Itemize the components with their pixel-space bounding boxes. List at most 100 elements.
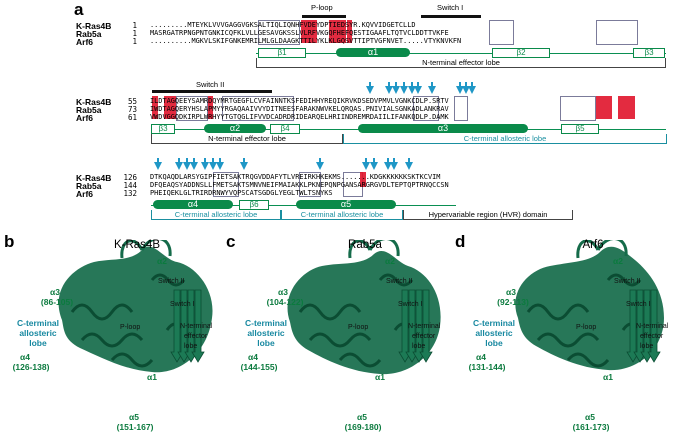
strand-b6: β6 bbox=[239, 200, 269, 210]
label-a2: α2 bbox=[613, 256, 623, 266]
similar-box bbox=[596, 20, 638, 45]
label-a5: α5 bbox=[129, 412, 139, 422]
label-n-lobe-line3: lobe bbox=[184, 343, 198, 350]
label-a5-range: (161-173) bbox=[572, 422, 610, 432]
label-c-lobe-line3: lobe bbox=[29, 338, 47, 348]
ribbon-structure-icon bbox=[58, 240, 213, 373]
ss-baseline bbox=[256, 53, 666, 54]
seq-name: Arf6 bbox=[76, 113, 94, 123]
conserved-highlight bbox=[152, 96, 158, 119]
site-arrow-stem bbox=[387, 158, 389, 163]
site-arrow-stem bbox=[365, 158, 367, 163]
label-a1: α1 bbox=[603, 372, 613, 382]
seq-name: Rab5a bbox=[76, 29, 102, 39]
conserved-highlight bbox=[329, 20, 346, 43]
structure-title: Rab5a bbox=[348, 239, 382, 251]
site-arrow-icon bbox=[216, 162, 224, 170]
site-arrow-icon bbox=[456, 86, 464, 94]
seq-name: Arf6 bbox=[76, 189, 94, 199]
conserved-highlight bbox=[595, 96, 612, 119]
site-arrow-stem bbox=[471, 82, 473, 87]
site-arrow-stem bbox=[157, 158, 159, 163]
site-arrow-stem bbox=[373, 158, 375, 163]
switch1-bar bbox=[421, 15, 481, 18]
panel-label-c: c bbox=[226, 232, 236, 251]
label-c-lobe-line2: allosteric bbox=[19, 328, 57, 338]
hvr-bracket: Hypervariable region (HVR) domain bbox=[403, 210, 573, 220]
site-arrow-icon bbox=[190, 162, 198, 170]
site-arrow-stem bbox=[212, 158, 214, 163]
structure-title: Arf6 bbox=[582, 239, 604, 251]
label-ploop: P-loop bbox=[120, 324, 141, 331]
seq-start: 1 bbox=[132, 37, 137, 46]
seq-start: 144 bbox=[123, 181, 137, 190]
similar-box bbox=[213, 172, 239, 197]
helix-a2: α2 bbox=[204, 124, 266, 133]
site-arrow-stem bbox=[393, 158, 395, 163]
label-a4-range: (131-144) bbox=[468, 362, 506, 372]
label-a1: α1 bbox=[147, 372, 157, 382]
label-a5-range: (151-167) bbox=[116, 422, 154, 432]
panel-label-d: d bbox=[455, 232, 466, 251]
label-a5: α5 bbox=[585, 412, 595, 422]
seq-start: 61 bbox=[127, 113, 137, 122]
seq-name: K-Ras4B bbox=[76, 97, 112, 107]
label-a4: α4 bbox=[476, 352, 486, 362]
seq-start: 126 bbox=[123, 173, 137, 182]
label-a5: α5 bbox=[357, 412, 367, 422]
site-arrow-stem bbox=[417, 82, 419, 87]
label-ploop: P-loop bbox=[576, 324, 597, 331]
site-arrow-icon bbox=[428, 86, 436, 94]
structure-title: K-Ras4B bbox=[113, 239, 161, 251]
site-arrow-stem bbox=[219, 158, 221, 163]
site-arrow-stem bbox=[459, 82, 461, 87]
conserved-highlight bbox=[207, 96, 213, 119]
site-arrow-icon bbox=[392, 86, 400, 94]
label-switch1: Switch I bbox=[398, 301, 423, 308]
site-arrow-stem bbox=[465, 82, 467, 87]
helix-a5: α5 bbox=[296, 200, 396, 209]
similar-box bbox=[560, 96, 596, 121]
label-switch2: Switch II bbox=[614, 278, 641, 285]
label-a5-range: (169-180) bbox=[344, 422, 382, 432]
site-arrow-icon bbox=[175, 162, 183, 170]
site-arrow-icon bbox=[366, 86, 374, 94]
label-a2: α2 bbox=[157, 256, 167, 266]
label-c-lobe-line2: allosteric bbox=[475, 328, 513, 338]
seq-start: 73 bbox=[127, 105, 137, 114]
site-arrow-stem bbox=[193, 158, 195, 163]
seq-residues: IWDTAGQERYHSLAPMYYRGAQAAIVVYDITNEESFARAK… bbox=[150, 105, 449, 113]
strand-b1: β1 bbox=[258, 48, 306, 58]
panel-label-a: a bbox=[74, 0, 84, 19]
strand-b3: β3 bbox=[151, 124, 175, 134]
switch1-label: Switch I bbox=[437, 3, 464, 12]
site-arrow-stem bbox=[411, 82, 413, 87]
seq-residues: PHEIQEKLGLTRIRDRNWYVQPSCATSGDGLYEGLTWLTS… bbox=[150, 189, 333, 197]
similar-box bbox=[299, 172, 321, 197]
ploop-label: P-loop bbox=[311, 3, 333, 12]
site-arrow-icon bbox=[201, 162, 209, 170]
seq-residues: .........MTEYKLVVVGAGGVGKSALTIQLIQNHFVDE… bbox=[150, 21, 416, 29]
label-a3-range: (104-122) bbox=[266, 297, 304, 307]
label-a3-range: (86-105) bbox=[40, 297, 74, 307]
site-arrow-icon bbox=[462, 86, 470, 94]
site-arrow-icon bbox=[408, 86, 416, 94]
seq-name: Rab5a bbox=[76, 181, 102, 191]
label-n-lobe-line3: lobe bbox=[640, 343, 654, 350]
seq-residues: DFQEAQSYADDNSLLFMETSAKTSMNVNEIFMAIAKKLPK… bbox=[150, 181, 449, 189]
label-a4-range: (126-138) bbox=[12, 362, 50, 372]
strand-b4: β4 bbox=[270, 124, 300, 134]
label-a3: α3 bbox=[278, 287, 288, 297]
label-n-lobe-line2: effector bbox=[184, 333, 208, 340]
ploop-bar bbox=[302, 15, 346, 18]
similar-box bbox=[258, 20, 300, 45]
label-a3: α3 bbox=[506, 287, 516, 297]
switch2-label: Switch II bbox=[196, 80, 225, 89]
label-c-lobe-line2: allosteric bbox=[247, 328, 285, 338]
seq-start: 55 bbox=[127, 97, 137, 106]
helix-a4: α4 bbox=[153, 200, 233, 209]
helix-a3: α3 bbox=[358, 124, 528, 133]
c-lobe-bracket: C-terminal allosteric lobe bbox=[281, 210, 403, 220]
label-n-lobe-line2: effector bbox=[640, 333, 664, 340]
similar-box bbox=[222, 96, 294, 121]
